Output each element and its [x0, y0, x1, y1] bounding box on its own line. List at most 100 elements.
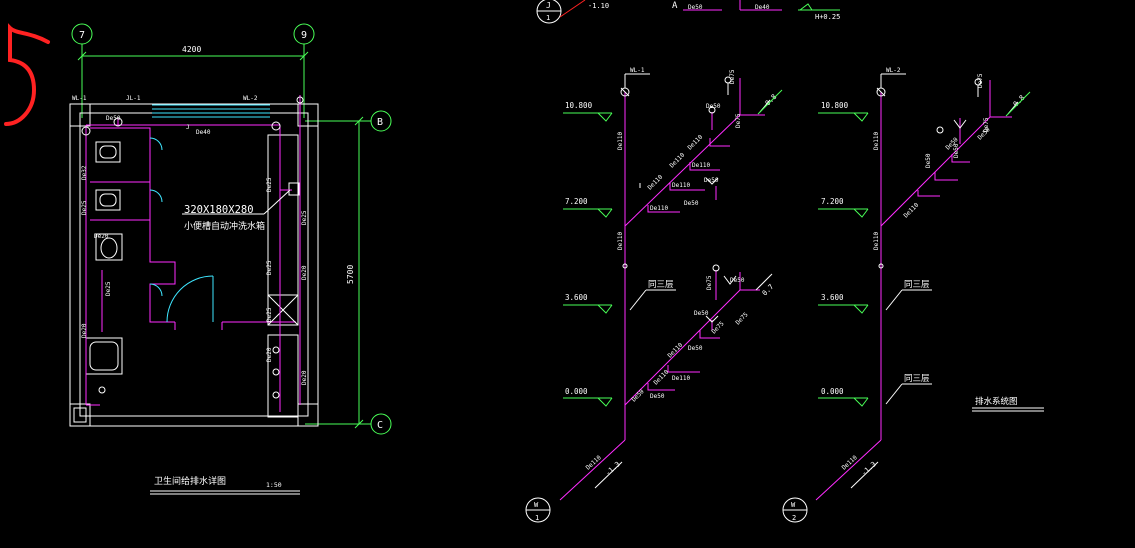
r1-de110-e: De110: [672, 182, 690, 189]
r1-de110-d: De110: [646, 173, 664, 191]
r1-de110-f: De110: [650, 205, 668, 212]
partitions: [90, 127, 296, 330]
r1-de50-a: De50: [706, 103, 721, 110]
plan-label-j: J: [186, 124, 190, 131]
dim-width: 4200: [77, 45, 309, 61]
r1-de75-d: De75: [734, 311, 749, 326]
r1-de50-b: De50: [704, 177, 719, 184]
r1-de50-h: De50: [688, 345, 703, 352]
tank-callout: 320X180X280 小便槽自动冲洗水箱: [182, 189, 291, 232]
riser1-lv-7200: 7.200: [565, 197, 588, 206]
riser2-same-as-3-upper: 同三层: [904, 280, 930, 290]
plan-label-de25-c: De25: [266, 177, 273, 192]
door: [149, 137, 214, 323]
dim-height: 5700: [346, 116, 364, 429]
plan-label-wl1: WL-1: [72, 95, 87, 102]
r2-de75-b: De75: [983, 117, 990, 132]
tank-name: 小便槽自动冲洗水箱: [184, 220, 265, 232]
r1-de110-c: De110: [692, 162, 710, 169]
r1-stack-lower: De110: [617, 232, 624, 250]
axis-7-label: 7: [79, 30, 85, 41]
riser1-lv-0000: 0.000: [565, 387, 588, 396]
riser2-levels: [818, 112, 869, 407]
plan-label-de20-c: De20: [301, 265, 308, 280]
riser2-lv-3600: 3.600: [821, 293, 844, 302]
dim-height-text: 5700: [346, 265, 355, 284]
plan-title: 卫生间给排水详图: [154, 475, 226, 487]
top-fragment-a: A: [672, 1, 678, 11]
riser2-stack-size-lower: De110: [873, 232, 880, 250]
plan-title-block: 卫生间给排水详图 1:50: [150, 475, 300, 495]
riser-wl1: WL-1 W 1 De110 -1.3 10.800 7.200 3.600 0…: [525, 67, 783, 523]
r1-de50-g: De50: [630, 388, 645, 403]
plan-label-de25-d: De25: [301, 210, 308, 225]
r1-de75-c: De75: [706, 275, 713, 290]
riser1-outlet-level: -1.3: [604, 460, 622, 477]
handwritten-annotation: 5: [4, 23, 50, 126]
riser1-upper-branch: [624, 78, 765, 227]
top-fragment-de50: De50: [688, 4, 703, 11]
plan-label-jl1: JL-1: [126, 95, 141, 102]
walls: [69, 103, 319, 427]
fixtures: [85, 134, 300, 418]
dim-width-text: 4200: [182, 45, 201, 54]
axis-c-label: C: [377, 420, 383, 431]
plan-label-de32: De32: [81, 165, 88, 180]
r1-de110-i: De110: [672, 375, 690, 382]
top-circle-letter: J: [546, 1, 551, 10]
riser2-same-as-3-lower: 同三层: [904, 374, 930, 384]
bathroom-floor-plan: 7 9 B C 4200 5700: [69, 23, 392, 495]
top-fragment-level: -1.10: [588, 2, 609, 10]
r2-de75-a: De75: [977, 73, 984, 88]
riser2-size-labels: De75 De75 De50 De50 De50 De50 De110: [902, 73, 991, 219]
riser2-lv-0000: 0.000: [821, 387, 844, 396]
riser1-lower-fittings: [705, 264, 773, 323]
r1-de110-a: De110: [686, 133, 704, 151]
riser2-lv-7200: 7.200: [821, 197, 844, 206]
top-fragment: J 1 -1.10 A De50 De40 H+0.25: [536, 0, 840, 24]
r2-de50-b: De50: [925, 153, 932, 168]
riser1-pct: 0.8: [764, 93, 779, 108]
axis-c: C: [305, 413, 392, 435]
riser2-pct: 0.8: [1012, 94, 1027, 109]
r1-de75-e: De75: [710, 320, 725, 335]
plan-label-wl2: WL-2: [243, 95, 258, 102]
top-fragment-h: H+0.25: [815, 13, 840, 21]
riser2-circle-top: W: [791, 501, 796, 509]
riser2-circle-bottom: 2: [792, 514, 796, 522]
r1-de50-f: De50: [650, 393, 665, 400]
riser1-circle-bottom: 1: [535, 514, 539, 522]
top-circle-number: 1: [546, 14, 550, 22]
r1-de75-a: De75: [729, 69, 736, 84]
plan-label-de50: De50: [106, 115, 121, 122]
plan-label-de20-e: De20: [301, 370, 308, 385]
plan-label-de25-e: De25: [266, 260, 273, 275]
top-fragment-de40: De40: [755, 4, 770, 11]
window: [152, 104, 270, 118]
system-title: 排水系统图: [975, 396, 1018, 407]
r1-de110-g: De110: [666, 341, 684, 359]
plan-label-de20-d: De20: [266, 347, 273, 362]
riser1-lv-3600: 3.600: [565, 293, 588, 302]
riser1-pct-lower: 0.7: [761, 283, 776, 298]
tank-size: 320X180X280: [184, 204, 254, 216]
plan-label-de25-b: De25: [105, 281, 112, 296]
r1-de110-b: De110: [668, 151, 686, 169]
axis-b-label: B: [377, 117, 383, 128]
plan-label-de20-a: De20: [94, 233, 109, 240]
r1-de50-e: De50: [694, 310, 709, 317]
riser1-lower-branch: [624, 270, 760, 406]
riser2-stack-size: De110: [873, 132, 880, 150]
r2-de110-a: De110: [902, 201, 920, 219]
riser2-lv-10800: 10.800: [821, 101, 849, 110]
plan-risers: [81, 96, 304, 394]
plan-label-de25-a: De25: [81, 200, 88, 215]
riser1-label: WL-1: [630, 67, 645, 74]
r1-de75-b: De75: [735, 113, 742, 128]
r2-de50-c: De50: [953, 143, 960, 158]
plan-label-de20-b: De20: [81, 323, 88, 338]
riser1-size-labels: De75 De50 De75 De110 De110 De110 De110 D…: [617, 69, 750, 403]
riser1-same-as-3: 同三层: [648, 280, 674, 290]
plan-pipes: [85, 95, 301, 412]
axis-9-label: 9: [301, 30, 307, 41]
